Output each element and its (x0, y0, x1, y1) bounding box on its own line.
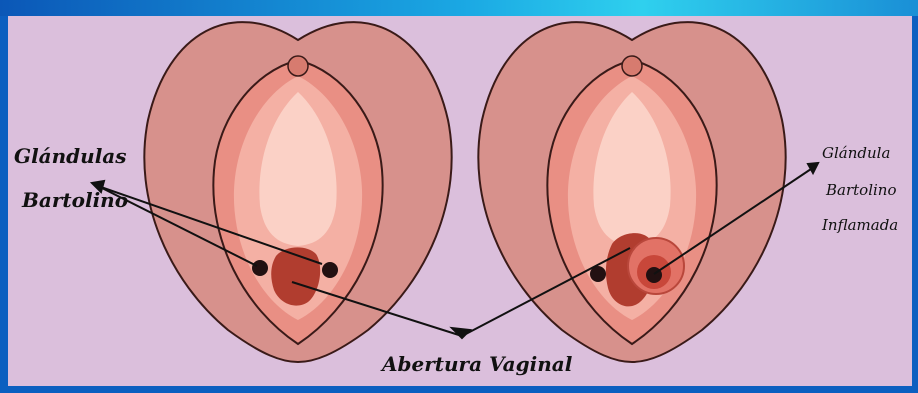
label-abertura-vaginal: Abertura Vaginal (382, 354, 572, 374)
label-glandulas: Glándulas (14, 146, 127, 166)
clitoris-right (622, 56, 642, 76)
frame-top-band (0, 0, 918, 16)
label-inflamada: Inflamada (822, 218, 898, 233)
gland-left-2 (322, 262, 338, 278)
label-glandula: Glándula (822, 146, 890, 161)
clitoris-left (288, 56, 308, 76)
label-bartolino-inflamed: Bartolino (826, 183, 896, 198)
label-bartolino: Bartolino (22, 190, 128, 210)
gland-left-1 (252, 260, 268, 276)
